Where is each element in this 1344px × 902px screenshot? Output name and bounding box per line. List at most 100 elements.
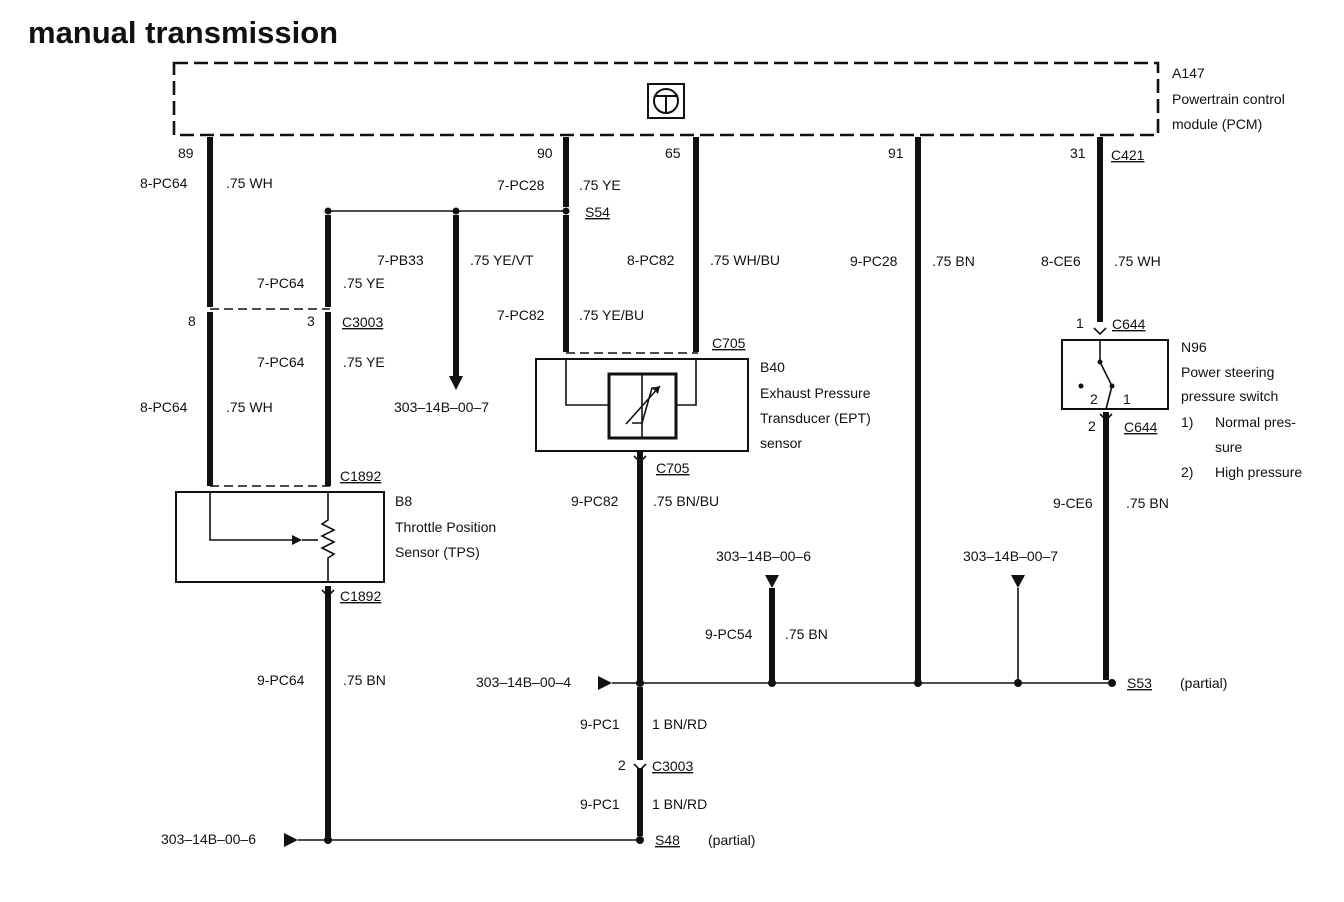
wire-7-pc64-spec: .75 YE	[343, 275, 385, 291]
junction-dot	[914, 679, 922, 687]
splice-s53-dot	[1108, 679, 1116, 687]
pcm-pin-91: 91	[888, 145, 904, 161]
psp-contact-2-dot	[1078, 383, 1084, 389]
wire-8-pc82-spec: .75 WH/BU	[710, 252, 780, 268]
ept-name-line2: Transducer (EPT)	[760, 410, 871, 426]
ept-transducer-arrowhead-icon	[652, 386, 660, 394]
ref-mid-6: 303–14B–00–6	[716, 548, 811, 564]
junction-dot	[636, 679, 644, 687]
connector-c3003-lower: C3003	[652, 758, 693, 774]
psp-switch-blade-icon	[1099, 361, 1113, 387]
ept-sensor-box	[535, 358, 749, 452]
psp-switch-box	[1061, 339, 1169, 410]
connector-c644-top-chevron-icon	[1093, 327, 1107, 336]
wire-7-pc28-spec: .75 YE	[579, 177, 621, 193]
wire-9-pc1-lower-circuit: 9-PC1	[580, 796, 620, 812]
wire-8-ce6-spec: .75 WH	[1114, 253, 1161, 269]
ref-s53: 303–14B–00–4	[476, 674, 571, 690]
tps-resistor-icon	[320, 492, 336, 582]
ref-pb33: 303–14B–00–7	[394, 399, 489, 415]
wire-9-pc1-lower-spec: 1 BN/RD	[652, 796, 707, 812]
wire-7-pc64-lower-circuit: 7-PC64	[257, 354, 305, 370]
wire-9-pc54-spec: .75 BN	[785, 626, 828, 642]
psp-note-1-text: Normal pres-	[1215, 414, 1296, 430]
psp-name-line2: pressure switch	[1181, 388, 1278, 404]
c3003-lower-pin-2: 2	[618, 757, 626, 773]
wire-8-pc82-circuit: 8-PC82	[627, 252, 675, 268]
page-title: manual transmission	[28, 15, 338, 50]
ref-mid-6-arrow-icon	[765, 575, 779, 588]
splice-s48: S48	[655, 832, 680, 848]
wire-9-pc82-spec: .75 BN/BU	[653, 493, 719, 509]
ref-mid-7-arrow-icon	[1011, 575, 1025, 588]
pcm-id: A147	[1172, 65, 1205, 81]
wire-9-ce6-spec: .75 BN	[1126, 495, 1169, 511]
connector-c705-bottom: C705	[656, 460, 690, 476]
tps-id: B8	[395, 493, 412, 509]
tps-name-line1: Throttle Position	[395, 519, 496, 535]
psp-contact-2-label: 2	[1090, 391, 1098, 407]
wire-9-pc64-circuit: 9-PC64	[257, 672, 305, 688]
ept-id: B40	[760, 359, 785, 375]
wire-8-pc64-spec: .75 WH	[226, 175, 273, 191]
junction-dot	[324, 207, 332, 215]
psp-switch-pivot-dot	[1097, 359, 1103, 365]
wire-9-pc1-upper-spec: 1 BN/RD	[652, 716, 707, 732]
wire-9-ce6-circuit: 9-CE6	[1053, 495, 1093, 511]
wire-8-pc64-lower-circuit: 8-PC64	[140, 399, 188, 415]
wire-9-pc28-spec: .75 BN	[932, 253, 975, 269]
tps-sensor-box	[175, 491, 385, 583]
c644-pin-1: 1	[1076, 315, 1084, 331]
junction-dot	[324, 836, 332, 844]
wire-9-pc28-circuit: 9-PC28	[850, 253, 898, 269]
wire-8-pc64-lower-spec: .75 WH	[226, 399, 273, 415]
junction-dot	[452, 207, 460, 215]
pcm-pin-90: 90	[537, 145, 553, 161]
ref-s48: 303–14B–00–6	[161, 831, 256, 847]
ept-internal-right	[676, 359, 697, 406]
ept-internal-left	[565, 359, 609, 406]
wire-9-pc1-upper-circuit: 9-PC1	[580, 716, 620, 732]
connector-c644-bottom: C644	[1124, 419, 1158, 435]
psp-name-line1: Power steering	[1181, 364, 1274, 380]
connector-c1892-bottom: C1892	[340, 588, 381, 604]
pcm-pin-65: 65	[665, 145, 681, 161]
wire-9-pc64-spec: .75 BN	[343, 672, 386, 688]
tps-wiper-arrow-icon	[292, 535, 302, 545]
wire-7-pc82-circuit: 7-PC82	[497, 307, 545, 323]
wire-9-pc54-circuit: 9-PC54	[705, 626, 753, 642]
junction-dot	[768, 679, 776, 687]
splice-s53-partial: (partial)	[1180, 675, 1227, 691]
ept-name-line3: sensor	[760, 435, 802, 451]
c3003-pin-8: 8	[188, 313, 196, 329]
tps-wiper-line	[209, 492, 292, 541]
pcm-pin-31: 31	[1070, 145, 1086, 161]
splice-s48-partial: (partial)	[708, 832, 755, 848]
wire-7-pb33-spec: .75 YE/VT	[470, 252, 534, 268]
psp-note-1-number: 1)	[1181, 414, 1193, 430]
splice-s48-dot	[636, 836, 644, 844]
connector-c705-top: C705	[712, 335, 746, 351]
ept-name-line1: Exhaust Pressure	[760, 385, 871, 401]
wire-8-ce6-circuit: 8-CE6	[1041, 253, 1081, 269]
psp-contact-1-label: 1	[1123, 391, 1131, 407]
psp-note-2-number: 2)	[1181, 464, 1193, 480]
pcm-connector-c421: C421	[1111, 147, 1145, 163]
ept-transducer-arrow	[625, 385, 661, 425]
connector-c1892-top: C1892	[340, 468, 381, 484]
wire-7-pc82-spec: .75 YE/BU	[579, 307, 644, 323]
wire-7-pc64-circuit: 7-PC64	[257, 275, 305, 291]
pcm-pin-89: 89	[178, 145, 194, 161]
wire-7-pc28-circuit: 7-PC28	[497, 177, 545, 193]
ref-s48-arrow-icon	[284, 833, 298, 847]
c3003-pin-3: 3	[307, 313, 315, 329]
ref-mid-7: 303–14B–00–7	[963, 548, 1058, 564]
psp-switch-out	[1105, 385, 1113, 410]
wire-7-pb33-circuit: 7-PB33	[377, 252, 424, 268]
psp-note-1-cont: sure	[1215, 439, 1242, 455]
wire-7-pb33-arrow-icon	[449, 376, 463, 390]
wire-9-pc82-circuit: 9-PC82	[571, 493, 619, 509]
psp-note-2-text: High pressure	[1215, 464, 1302, 480]
splice-s54-dot	[562, 207, 570, 215]
